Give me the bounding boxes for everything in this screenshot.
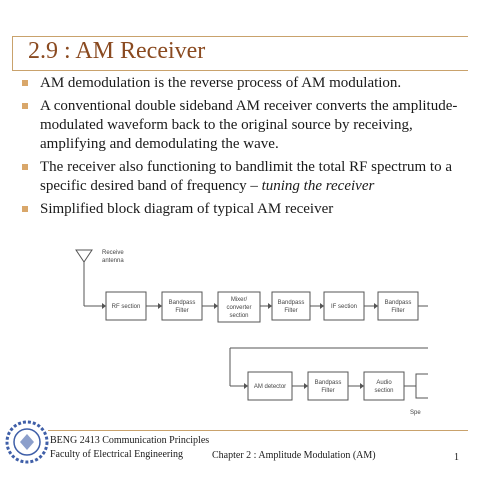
title-frame-top (12, 36, 468, 37)
block-label: Filter (284, 308, 297, 314)
block-label: section (229, 313, 248, 319)
bullet-item: The receiver also functioning to bandlim… (20, 158, 470, 196)
slide-title: 2.9 : AM Receiver (28, 38, 206, 64)
chapter-title: Chapter 2 : Amplitude Modulation (AM) (212, 450, 376, 461)
block-label: Bandpass (385, 300, 412, 306)
row2-blocks: AM detector Bandpass Filter Audio sectio… (247, 371, 428, 416)
block-label: converter (226, 305, 251, 311)
speaker-block-partial (415, 373, 428, 399)
title-frame-bottom (12, 70, 468, 71)
footer-left: BENG 2413 Communication Principles Facul… (50, 434, 209, 462)
block-label: Filter (175, 308, 188, 314)
block-diagram: Receive antenna RF section Bandpass Filt… (68, 238, 428, 418)
mixer-converter-block (217, 291, 261, 323)
bullet-text: A conventional double sideband AM receiv… (40, 98, 458, 152)
square-bullet-icon (22, 164, 28, 170)
square-bullet-icon (22, 103, 28, 109)
bullet-item: AM demodulation is the reverse process o… (20, 74, 470, 93)
square-bullet-icon (22, 206, 28, 212)
university-seal-icon (5, 420, 49, 464)
page-number: 1 (454, 452, 459, 463)
block-label: Filter (321, 388, 334, 394)
block-label: section (374, 388, 393, 394)
bullet-text: Simplified block diagram of typical AM r… (40, 201, 334, 217)
block-label: RF section (112, 304, 141, 310)
bullet-list: AM demodulation is the reverse process o… (20, 74, 470, 223)
bandpass-filter-block (307, 371, 349, 401)
bullet-text: The receiver also functioning to bandlim… (40, 159, 452, 194)
bandpass-filter-block (271, 291, 311, 321)
speaker-partial-label: Spe (410, 410, 421, 416)
bullet-emphasis: tuning the receiver (261, 178, 375, 194)
bullet-item: A conventional double sideband AM receiv… (20, 97, 470, 154)
block-label: Bandpass (278, 300, 305, 306)
audio-section-block (363, 371, 405, 401)
title-area: 2.9 : AM Receiver (12, 36, 468, 72)
row1-blocks: RF section Bandpass Filter Mixer/ conver… (105, 291, 428, 323)
title-frame-left (12, 36, 13, 70)
antenna-icon (75, 249, 106, 309)
block-label: Filter (391, 308, 404, 314)
antenna-label-line2: antenna (102, 258, 124, 264)
footer-divider (48, 430, 468, 431)
block-label: Mixer/ (231, 297, 248, 303)
faculty-name: Faculty of Electrical Engineering (50, 449, 184, 460)
block-label: Audio (376, 380, 392, 386)
bandpass-filter-block (161, 291, 203, 321)
row-connector (229, 347, 428, 389)
block-label: Bandpass (169, 300, 196, 306)
square-bullet-icon (22, 80, 28, 86)
bullet-text: AM demodulation is the reverse process o… (40, 75, 402, 91)
block-label: AM detector (254, 384, 286, 390)
block-label: IF section (331, 304, 357, 310)
bullet-item: Simplified block diagram of typical AM r… (20, 200, 470, 219)
bandpass-filter-block (377, 291, 419, 321)
course-name: BENG 2413 Communication Principles (50, 435, 210, 446)
block-label: Bandpass (315, 380, 342, 386)
antenna-label-line1: Receive (102, 250, 124, 256)
